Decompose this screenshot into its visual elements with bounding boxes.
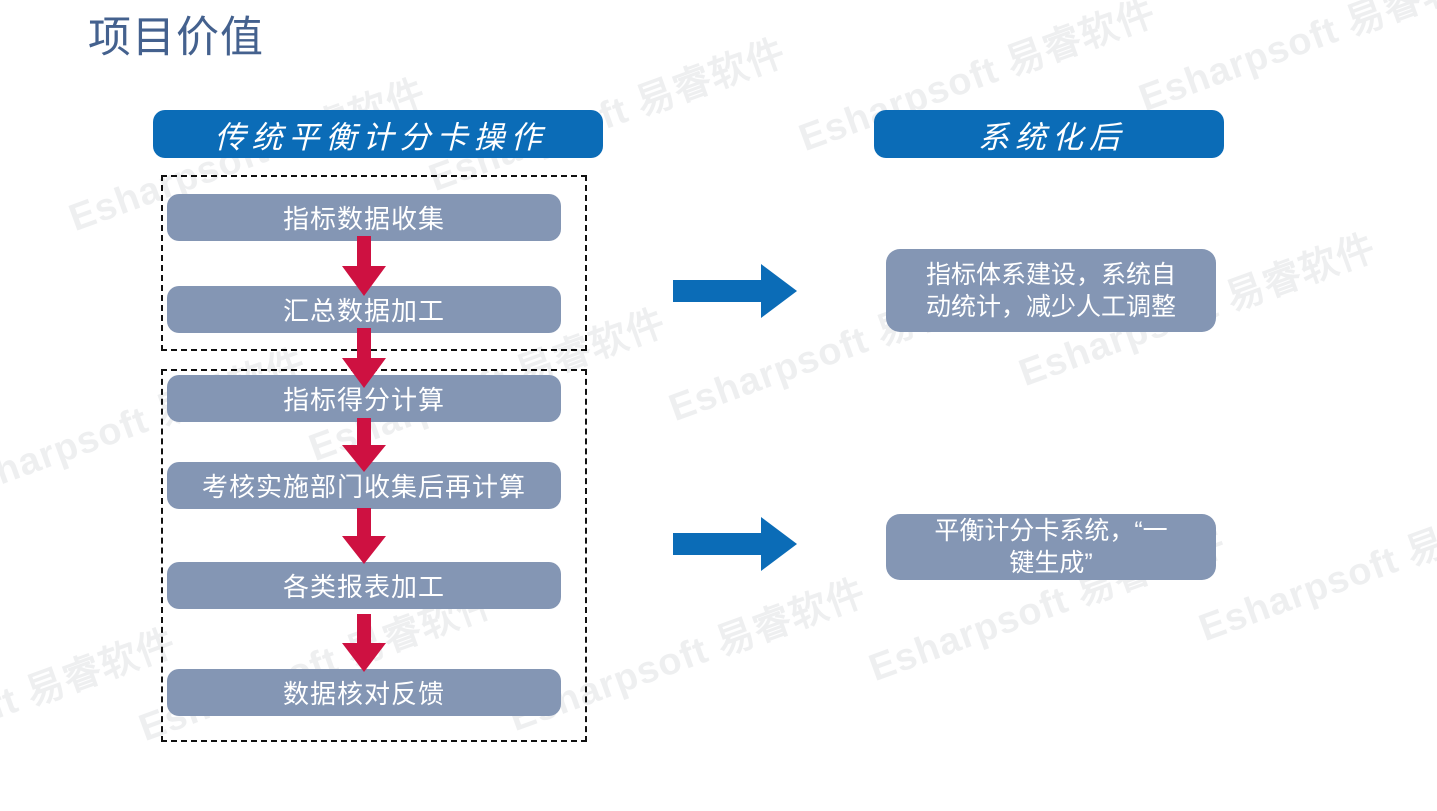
arrow-right-icon bbox=[673, 517, 797, 571]
result-box-1: 指标体系建设，系统自 动统计，减少人工调整 bbox=[886, 249, 1216, 332]
process-step-5: 各类报表加工 bbox=[167, 562, 561, 609]
process-step-1: 指标数据收集 bbox=[167, 194, 561, 241]
result-box-2-line2: 键生成” bbox=[1009, 549, 1093, 577]
process-step-4: 考核实施部门收集后再计算 bbox=[167, 462, 561, 509]
watermark-text: Esharpsoft 易睿软件 bbox=[1193, 481, 1437, 650]
arrow-right-icon bbox=[673, 264, 797, 318]
page-title: 项目价值 bbox=[88, 14, 264, 62]
arrow-down-icon bbox=[342, 236, 386, 296]
arrow-down-icon bbox=[342, 418, 386, 472]
arrow-down-icon bbox=[342, 328, 386, 388]
result-box-2-line1: 平衡计分卡系统，“一 bbox=[934, 517, 1168, 545]
watermark-text: Esharpsoft 易睿软件 bbox=[1133, 0, 1437, 120]
watermark-text: Esharpsoft 易睿软件 bbox=[0, 621, 182, 790]
header-systemized: 系统化后 bbox=[874, 110, 1224, 158]
process-step-6: 数据核对反馈 bbox=[167, 669, 561, 716]
header-traditional: 传统平衡计分卡操作 bbox=[153, 110, 603, 158]
result-box-2: 平衡计分卡系统，“一 键生成” bbox=[886, 514, 1216, 580]
result-box-1-line2: 动统计，减少人工调整 bbox=[925, 292, 1176, 321]
result-box-1-line1: 指标体系建设，系统自 bbox=[925, 260, 1176, 289]
arrow-down-icon bbox=[342, 614, 386, 672]
arrow-down-icon bbox=[342, 508, 386, 564]
dashed-group-data-collection bbox=[161, 175, 587, 351]
